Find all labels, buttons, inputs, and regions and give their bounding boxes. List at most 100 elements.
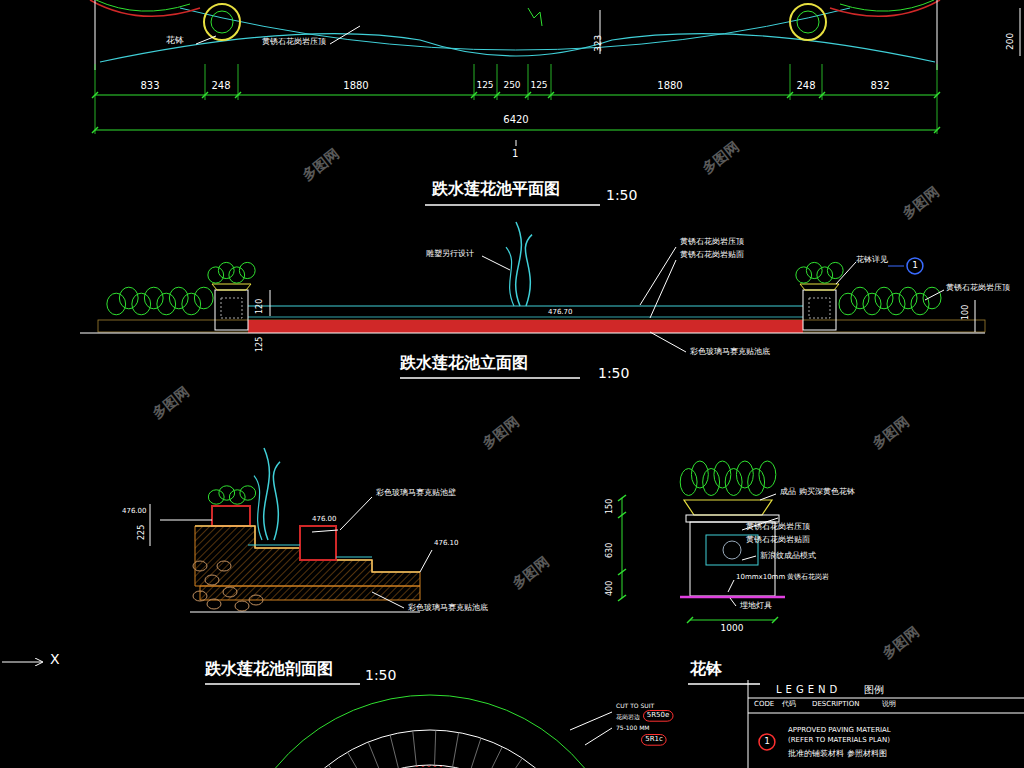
ground-line — [190, 612, 420, 613]
pot-plant — [806, 262, 822, 278]
watermark: 多图网 — [480, 414, 523, 452]
drawing-title: 跌水莲花池平面图 — [432, 180, 560, 198]
dimension-tick — [787, 92, 793, 98]
paving-joint — [413, 731, 417, 766]
leader-line — [925, 290, 944, 300]
dimension-line — [975, 300, 976, 332]
paving-joint — [470, 738, 481, 768]
lamp-base — [680, 596, 785, 599]
leader-line — [196, 36, 216, 44]
dimension: 248 — [211, 80, 230, 91]
pot-plant — [680, 469, 697, 496]
shrub — [887, 293, 905, 315]
leader-line — [340, 497, 372, 530]
leader-line — [730, 598, 736, 606]
paving-joint — [328, 765, 350, 768]
ground-line — [80, 332, 985, 333]
dimension-tick — [618, 495, 626, 501]
watermark: 多图网 — [150, 384, 193, 422]
callout-circle-outline — [759, 734, 775, 750]
sculpture — [506, 247, 514, 306]
dimension-tick — [618, 569, 626, 575]
dimension-line — [690, 620, 775, 621]
dimension-tick — [235, 92, 241, 98]
wall-finish — [195, 526, 420, 572]
sculpture — [254, 476, 262, 540]
plant-symbol — [528, 8, 542, 26]
dimension-tick — [618, 595, 626, 601]
drawing-scale: 1:50 — [606, 188, 637, 203]
material-note: 黄锈石花岗岩压顶 — [746, 523, 810, 532]
shrub — [144, 287, 163, 309]
shrub — [157, 293, 176, 315]
flower-bowl — [800, 284, 839, 290]
paving-joint — [435, 730, 436, 765]
planter-circle — [204, 4, 240, 40]
legend-rule — [748, 713, 1024, 714]
legend-rule — [748, 698, 1024, 699]
material-code-box: 5R50e — [643, 710, 674, 722]
dimension: 832 — [870, 80, 889, 91]
paving-joint — [487, 747, 502, 768]
dimension-line — [150, 504, 151, 546]
leader-line — [760, 494, 776, 500]
shrub — [863, 293, 881, 315]
leader-line — [650, 260, 676, 318]
gravel — [249, 595, 263, 605]
paving-note: CUT TO SUIT — [616, 703, 654, 710]
callout-number: 1 — [906, 261, 924, 271]
pot-plant — [703, 469, 720, 496]
dimension-tick — [494, 92, 500, 98]
dimension: 120 — [256, 299, 265, 314]
base-slab — [200, 586, 420, 600]
dimension-line — [95, 95, 937, 96]
callout-number: 1 — [758, 737, 776, 747]
flower-pot — [212, 506, 250, 526]
dimension: 1880 — [343, 80, 368, 91]
material-note: 彩色玻璃马赛克贴池底 — [690, 348, 770, 357]
code-box-outline — [643, 711, 673, 722]
leader-line — [312, 530, 338, 532]
planter-arc — [840, 0, 934, 11]
shrub — [182, 293, 201, 315]
sculpture — [516, 222, 522, 306]
dimension: 100 — [962, 305, 971, 320]
level-mark: 476.00 — [312, 516, 337, 524]
planter-circle — [790, 4, 826, 40]
material-note: 黄锈石花岗岩压顶 — [946, 284, 1010, 293]
title-underline — [425, 204, 600, 206]
wall-section — [195, 526, 420, 586]
level-mark: 476.70 — [548, 309, 573, 317]
dimension-tick — [525, 92, 531, 98]
dimension: 400 — [606, 581, 615, 596]
leader-line — [888, 266, 904, 267]
section-mark: 1 — [512, 148, 518, 159]
sculpture — [525, 235, 532, 306]
section-mark — [516, 140, 517, 146]
table-cell: CODE — [754, 701, 774, 709]
dimension: 200 — [1006, 33, 1016, 50]
leader-line — [482, 256, 510, 270]
watermark: 多图网 — [870, 414, 913, 452]
title-underline — [400, 377, 580, 379]
leader-line — [742, 556, 756, 560]
legend-heading: 图例 — [864, 684, 884, 695]
leader-line — [640, 247, 676, 305]
drawing-title: 跌水莲花池剖面图 — [205, 660, 333, 678]
shrub — [119, 287, 138, 309]
water-line — [336, 557, 372, 558]
dimension: 833 — [140, 80, 159, 91]
planter-arc — [90, 0, 200, 16]
shrub — [839, 293, 857, 315]
paving-joint — [390, 735, 398, 768]
watermark: 多图网 — [300, 146, 343, 184]
shrub — [169, 287, 188, 309]
material-note: 彩色玻璃马赛克贴池壁 — [376, 489, 456, 498]
shrub — [875, 287, 893, 309]
legend-rule — [748, 680, 749, 768]
planter-circle — [211, 11, 233, 33]
dimension-tick — [471, 92, 477, 98]
pot-plant — [219, 486, 235, 500]
sculpture — [273, 462, 280, 540]
water-line — [248, 545, 300, 546]
